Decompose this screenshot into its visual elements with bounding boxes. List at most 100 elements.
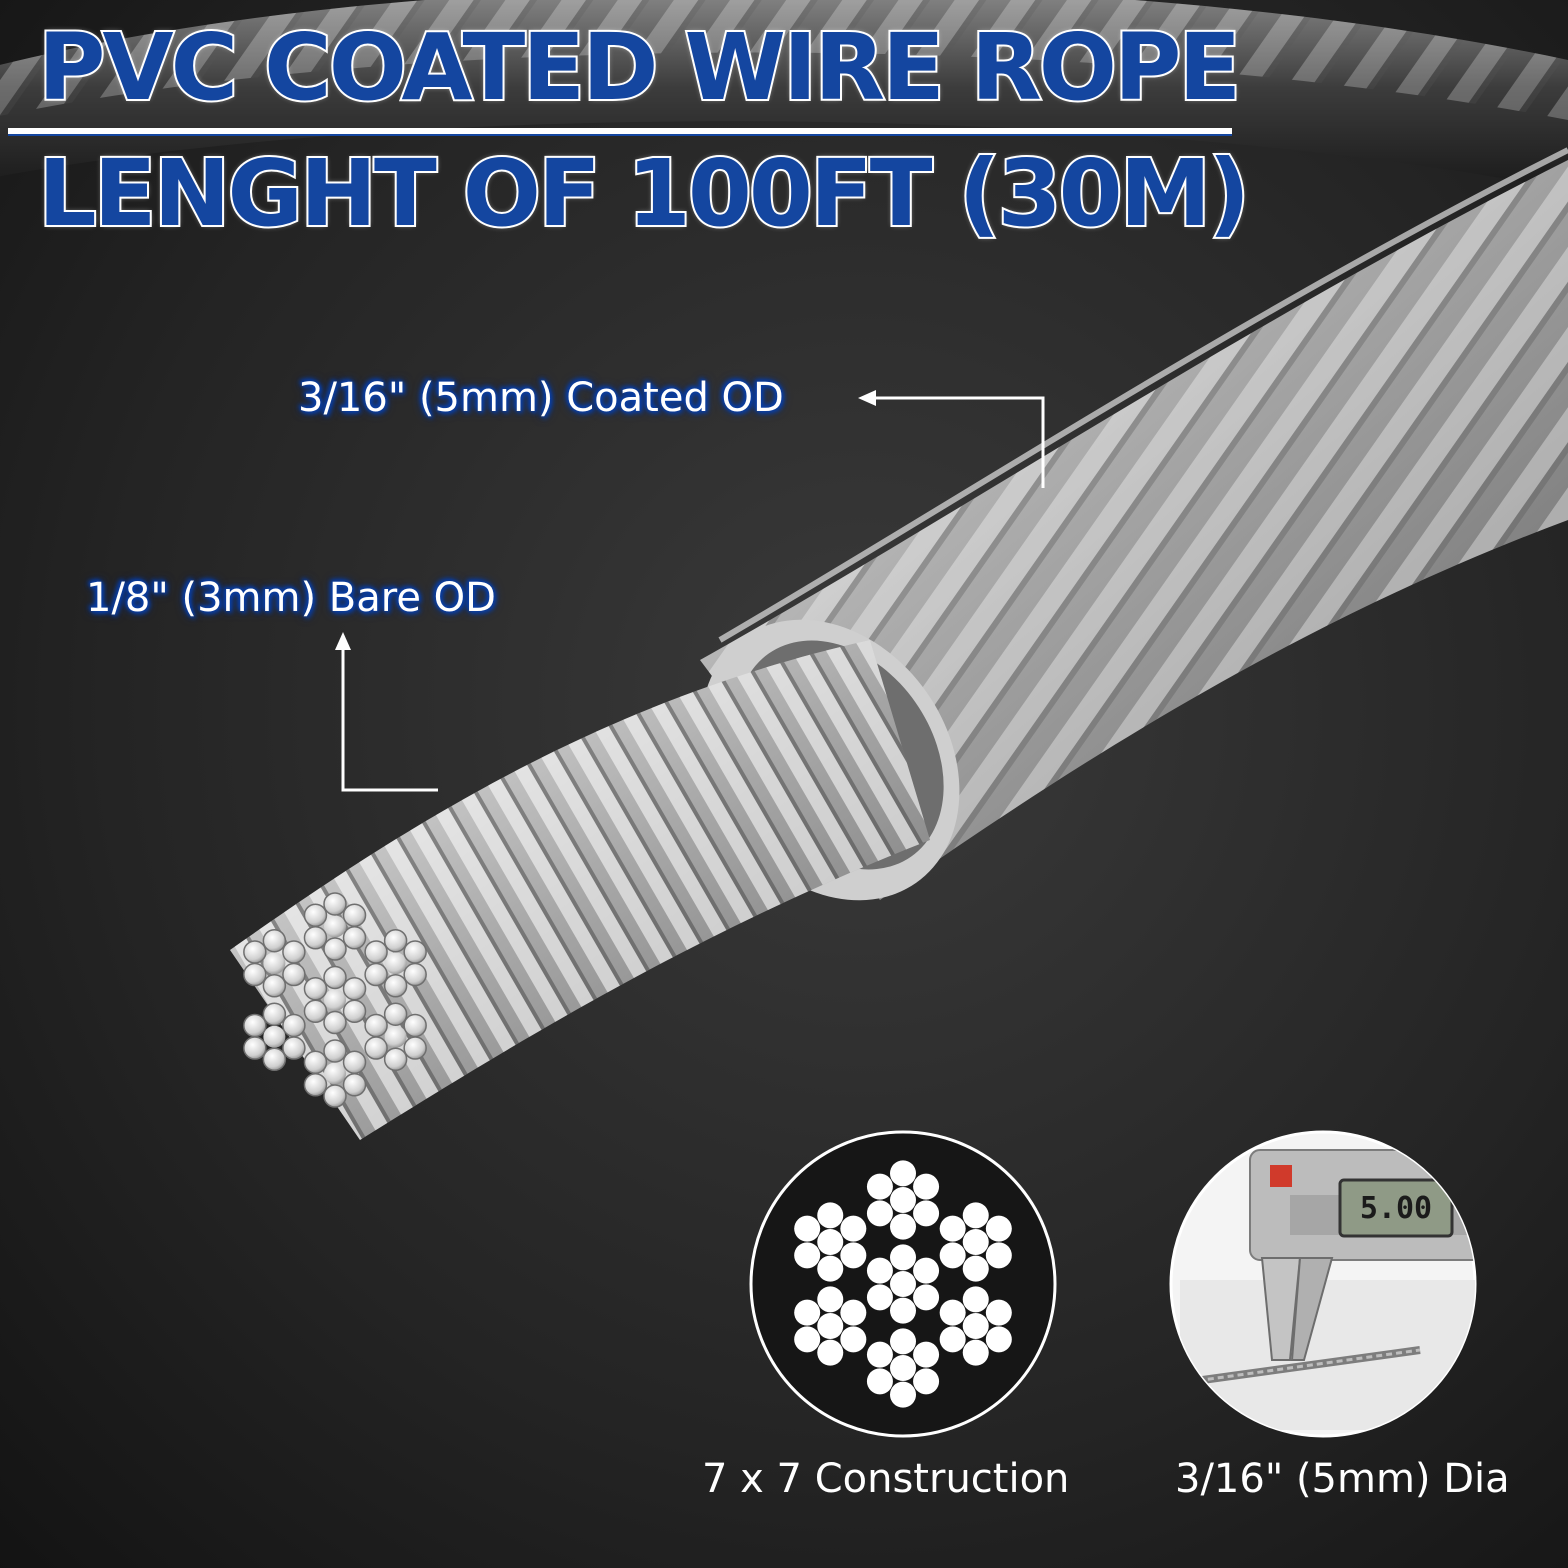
strand-wire bbox=[962, 1202, 989, 1229]
strand-wire bbox=[939, 1299, 966, 1326]
wire-end bbox=[262, 974, 287, 998]
wire-end bbox=[384, 952, 407, 975]
construction-strand-diagram bbox=[794, 1160, 1012, 1408]
strand-wire bbox=[962, 1255, 989, 1282]
coated-od-label: 3/16" (5mm) Coated OD bbox=[298, 375, 784, 421]
wire-end bbox=[323, 892, 347, 916]
wire-end bbox=[243, 940, 267, 964]
wire-end bbox=[342, 1050, 367, 1074]
wire-end bbox=[303, 999, 328, 1024]
strand-wire bbox=[866, 1200, 893, 1227]
construction-inset bbox=[749, 1130, 1057, 1438]
strand-wire bbox=[840, 1299, 867, 1326]
wire-end bbox=[243, 1013, 267, 1038]
strand-wire bbox=[939, 1242, 966, 1269]
strand-wire bbox=[794, 1215, 821, 1242]
strand-wire bbox=[985, 1299, 1012, 1326]
construction-caption: 7 x 7 Construction bbox=[702, 1456, 1070, 1502]
strand-wire bbox=[817, 1255, 844, 1282]
strand-wire bbox=[913, 1368, 940, 1395]
wire-end bbox=[263, 1025, 286, 1048]
strand-wire bbox=[962, 1229, 989, 1255]
strand-wire bbox=[890, 1297, 916, 1324]
wire-end bbox=[303, 1073, 328, 1097]
wire-end bbox=[403, 1013, 427, 1038]
wire-end bbox=[323, 1084, 347, 1108]
wire-end bbox=[324, 989, 346, 1011]
bare-od-label: 1/8" (3mm) Bare OD bbox=[86, 575, 496, 621]
strand-wire bbox=[866, 1173, 893, 1200]
strand-wire bbox=[817, 1286, 844, 1313]
wire-end bbox=[282, 1036, 306, 1060]
wire-end bbox=[324, 915, 346, 938]
strand-wire bbox=[962, 1313, 989, 1339]
wire-end bbox=[323, 965, 347, 990]
strand-wire bbox=[866, 1284, 893, 1311]
strand-wire bbox=[890, 1213, 916, 1240]
wire-end bbox=[383, 1002, 408, 1026]
caliper-inset: 5.00 bbox=[1169, 1130, 1477, 1438]
strand-wire bbox=[817, 1229, 844, 1255]
wire-end bbox=[282, 962, 306, 987]
strand-wire bbox=[890, 1244, 916, 1271]
strand-wire bbox=[794, 1299, 821, 1326]
wire-end bbox=[383, 974, 408, 998]
strand-wire bbox=[913, 1284, 940, 1311]
strand-wire bbox=[817, 1313, 844, 1339]
strand-wire bbox=[794, 1326, 821, 1353]
caliper-reading: 5.00 bbox=[1360, 1191, 1432, 1226]
strand-wire bbox=[913, 1341, 940, 1368]
wire-end bbox=[403, 940, 427, 964]
wire-end bbox=[342, 926, 367, 950]
wire-end bbox=[243, 1036, 267, 1060]
strand-wire bbox=[939, 1326, 966, 1353]
wire-end bbox=[364, 962, 388, 987]
wire-end bbox=[383, 1047, 408, 1072]
caliper-jaw bbox=[1260, 1257, 1302, 1361]
wire-end bbox=[262, 1047, 287, 1072]
strand-wire bbox=[913, 1200, 940, 1227]
wire-end bbox=[262, 1002, 287, 1026]
wire-end bbox=[323, 937, 347, 961]
headline-length: LENGHT OF 100FT (30M) bbox=[36, 140, 1252, 247]
wire-end bbox=[303, 976, 328, 1001]
wire-end bbox=[364, 1036, 388, 1060]
wire-end bbox=[323, 1010, 347, 1035]
wire-end bbox=[323, 1039, 347, 1063]
strand-wire bbox=[890, 1187, 916, 1213]
wire-end bbox=[282, 940, 306, 964]
wire-end bbox=[383, 928, 408, 953]
wire-end bbox=[364, 1013, 388, 1038]
wire-end bbox=[303, 1050, 328, 1074]
strand-wire bbox=[817, 1339, 844, 1366]
strand-wire bbox=[840, 1215, 867, 1242]
wire-end bbox=[342, 976, 367, 1001]
strand-wire bbox=[939, 1215, 966, 1242]
strand-end-face bbox=[243, 892, 427, 1108]
wire-end bbox=[303, 926, 328, 950]
strand-wire bbox=[866, 1341, 893, 1368]
strand-wire bbox=[866, 1368, 893, 1395]
wire-end bbox=[282, 1013, 306, 1038]
wire-end bbox=[342, 999, 367, 1024]
strand-wire bbox=[913, 1173, 940, 1200]
strand-wire bbox=[962, 1286, 989, 1313]
wire-end bbox=[384, 1025, 407, 1048]
wire-end bbox=[262, 928, 287, 953]
wire-end bbox=[342, 1073, 367, 1097]
wire-end bbox=[263, 952, 286, 975]
caliper-display bbox=[1338, 1178, 1454, 1238]
strand-wire bbox=[985, 1215, 1012, 1242]
coated-od-leader bbox=[858, 390, 1045, 488]
strand-wire bbox=[817, 1202, 844, 1229]
strand-wire bbox=[890, 1160, 916, 1187]
strand-wire bbox=[890, 1328, 916, 1355]
strand-wire bbox=[840, 1242, 867, 1269]
wire-end bbox=[342, 903, 367, 927]
strand-wire bbox=[890, 1355, 916, 1381]
strand-wire bbox=[962, 1339, 989, 1366]
title-divider bbox=[8, 128, 1232, 136]
strand-wire bbox=[985, 1242, 1012, 1269]
strand-wire bbox=[913, 1257, 940, 1284]
